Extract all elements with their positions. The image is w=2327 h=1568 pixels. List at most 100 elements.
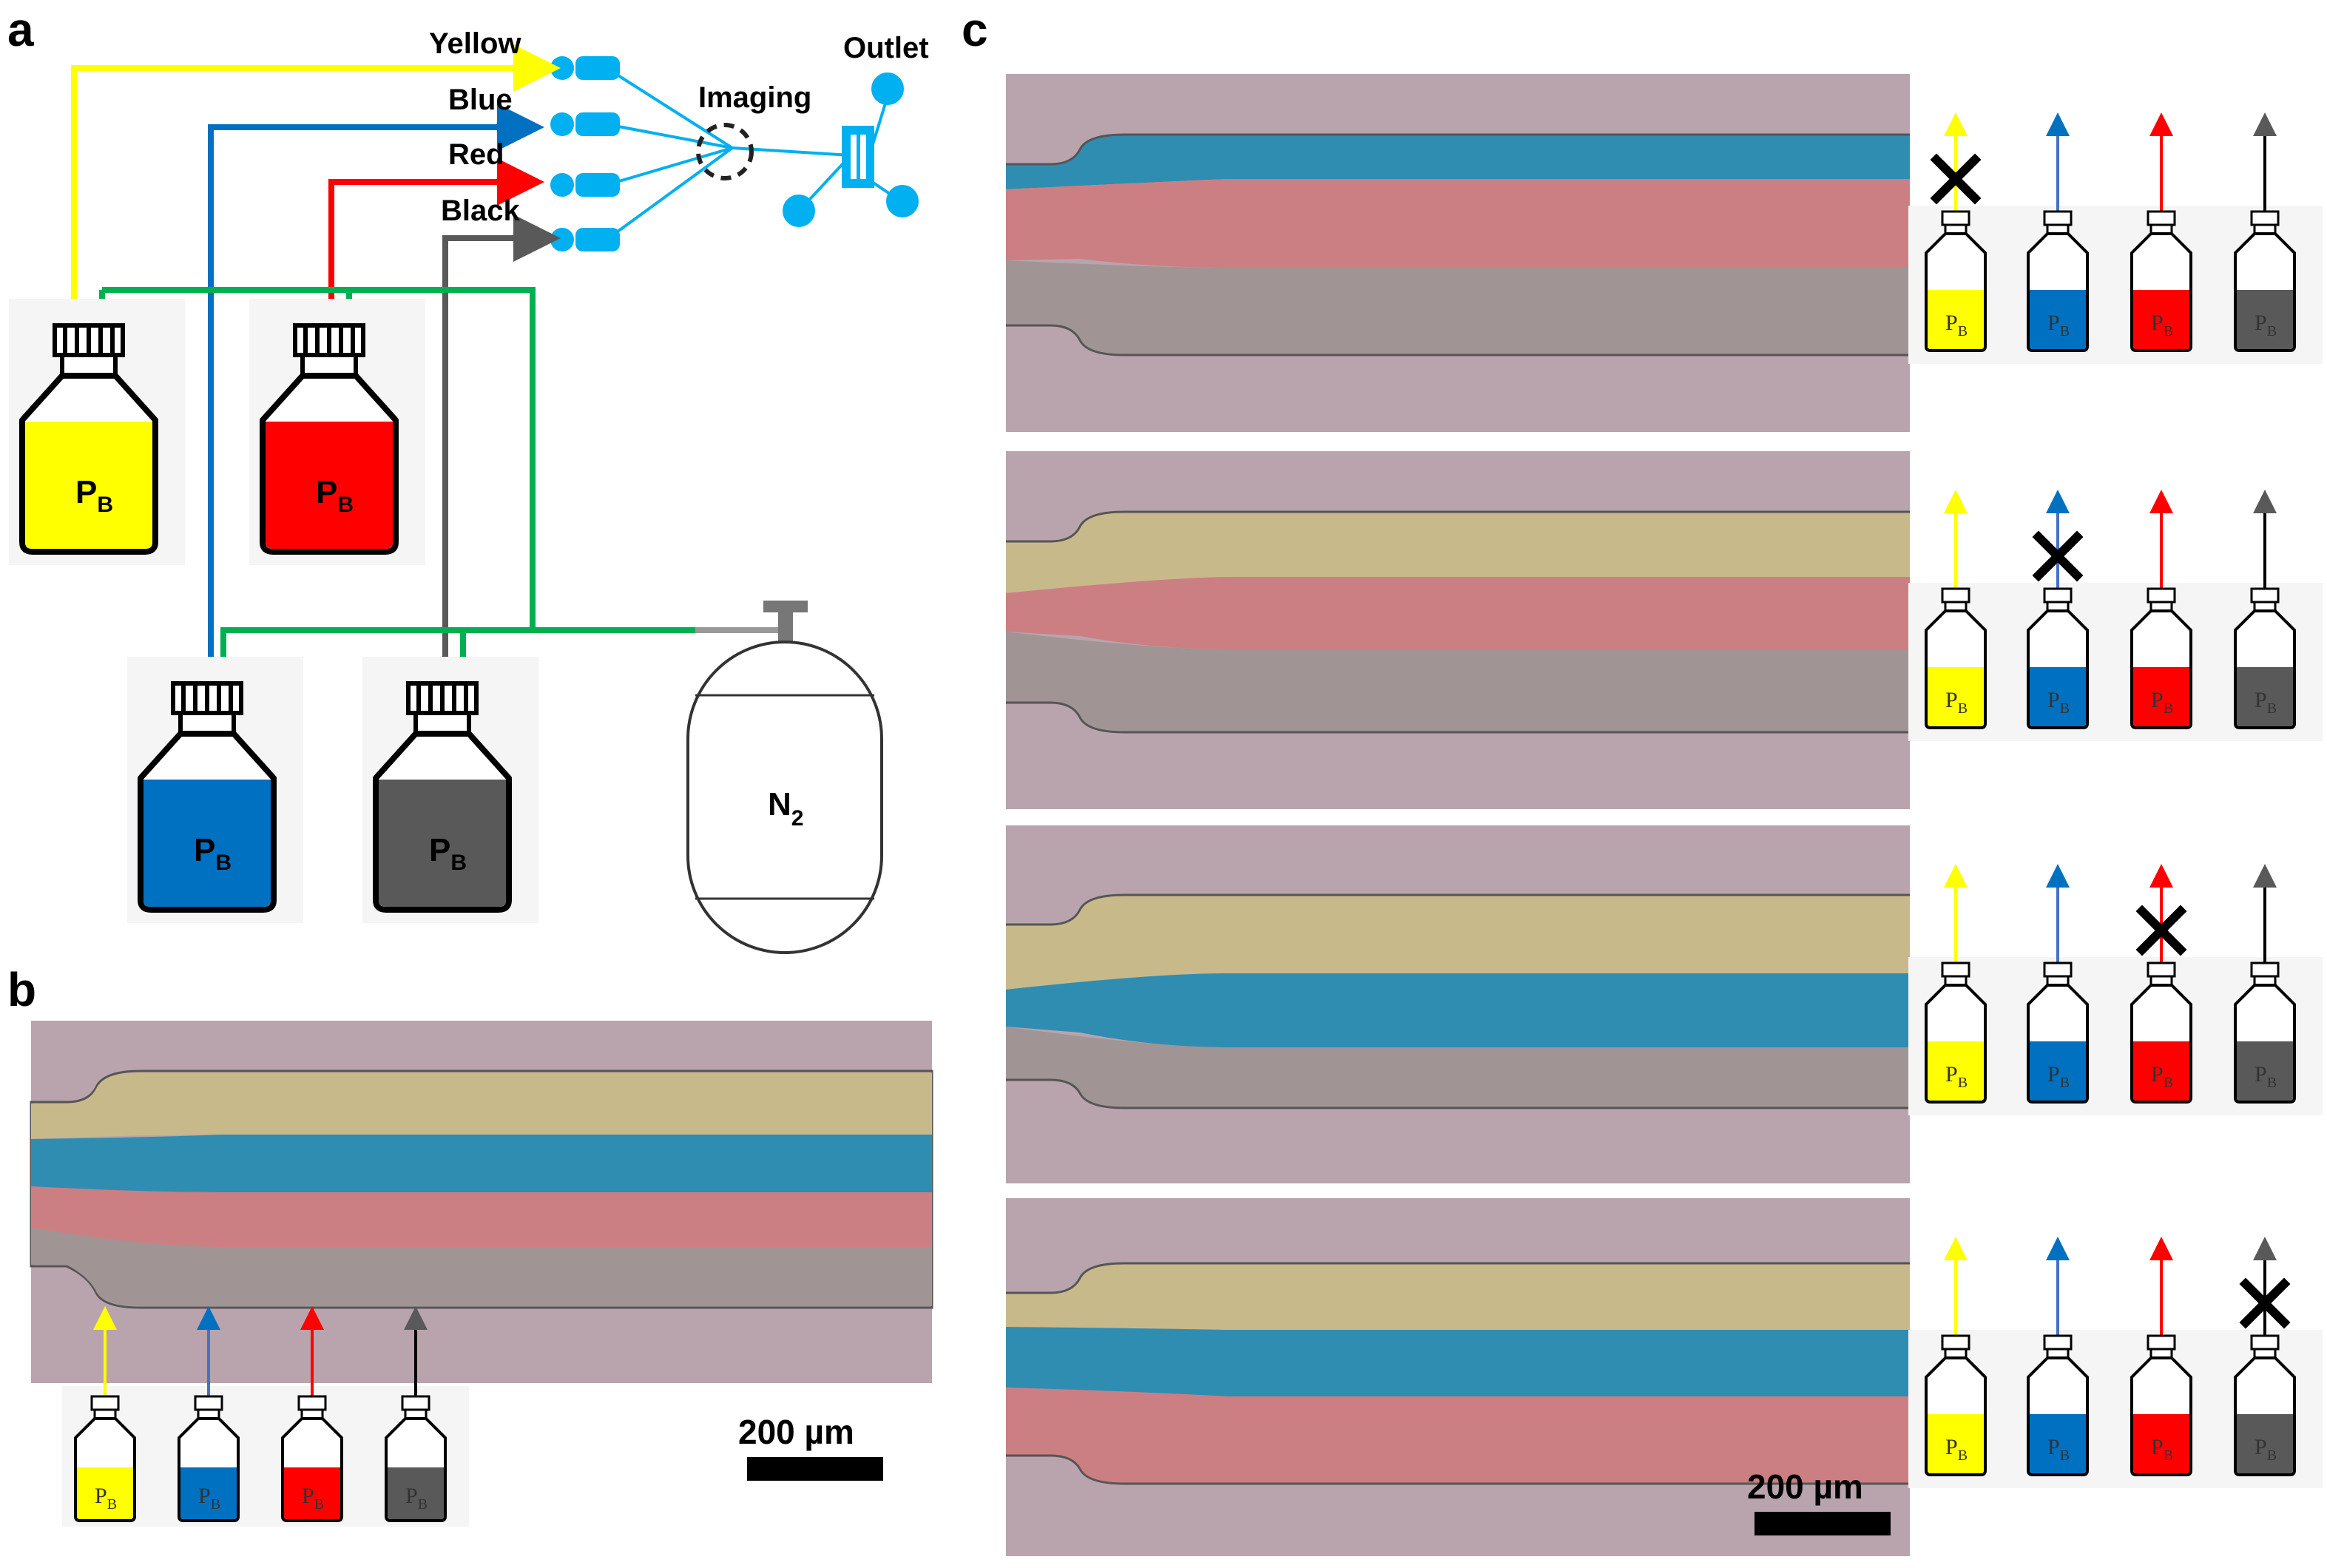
bottle-black: PB — [2234, 864, 2296, 1104]
bottle-label: PB — [1945, 688, 1968, 717]
imaging-region — [696, 123, 754, 180]
bottle-black: PB — [2234, 1237, 2296, 1476]
bottle-yellow: PB — [1925, 1237, 1987, 1476]
bottle-yellow: PB — [1925, 864, 1987, 1104]
bottle-cap — [1941, 962, 1970, 978]
bottle-label: PB — [2047, 688, 2070, 717]
bottle-liquid — [2133, 1414, 2189, 1473]
reservoir-red: PB — [249, 299, 425, 565]
bottle-cap — [2250, 210, 2280, 226]
bottle-liquid — [2133, 290, 2189, 349]
micrograph-c3 — [1006, 825, 1910, 1183]
bottle-yellow: PB — [1925, 490, 1987, 729]
scalebar-label-c: 200 µm — [1747, 1467, 1863, 1506]
bottle-label: PB — [1945, 311, 1968, 339]
bottle-cap — [2147, 1334, 2176, 1351]
bottle-label: PB — [2255, 311, 2277, 339]
label-blue: Blue — [448, 84, 513, 116]
label-red: Red — [448, 138, 504, 171]
bottle-blue: PB — [2027, 864, 2089, 1104]
panel-label-b: b — [7, 963, 36, 1016]
serpentine-mixers — [550, 56, 620, 251]
bottle-label: PB — [2151, 1062, 2173, 1091]
panel-b: PB PB PB — [30, 1021, 933, 1527]
n2-label: N2 — [768, 786, 803, 831]
bottle-cap — [2147, 210, 2176, 226]
bottle-blue: PB — [2027, 490, 2089, 729]
bottle-black: PB — [2234, 112, 2296, 352]
bottle-label: PB — [2255, 1435, 2277, 1464]
bottle-cap — [2043, 1334, 2073, 1351]
bottle-cap — [2250, 587, 2280, 604]
bottle-liquid — [2237, 1414, 2293, 1473]
bottle-rows-c: PB PB PB PB PB PB PB PB PB PB PB PB PB PB PB PB — [1908, 112, 2323, 1488]
bottle-red: PB — [2130, 1237, 2192, 1476]
bottle-label: PB — [95, 1484, 117, 1513]
bottle-liquid — [2133, 667, 2189, 726]
bottle-red: PB — [2130, 864, 2192, 1104]
bottle-liquid — [2133, 1041, 2189, 1101]
bottle-label: PB — [2151, 688, 2173, 717]
bottle-cap — [2147, 962, 2176, 978]
bottle-row-c1: PB PB PB PB — [1908, 112, 2323, 364]
closed-cross-icon — [2135, 905, 2187, 956]
scalebar-c — [1754, 1512, 1891, 1535]
panel-c: 200 µm PB PB PB PB PB PB PB PB PB PB PB PB PB PB PB PB — [1006, 74, 2323, 1556]
reservoir-blue: PB — [127, 657, 303, 923]
bottle-cap — [1941, 587, 1970, 604]
bottles-row-b: PB PB PB — [62, 1306, 469, 1527]
bottle-label: PB — [429, 832, 467, 875]
bottle-label: PB — [2255, 688, 2277, 717]
bottle-cap — [1941, 210, 1970, 226]
bottle-label: PB — [405, 1484, 428, 1513]
bottle-blue: PB — [2027, 112, 2089, 352]
line-blue — [208, 104, 544, 762]
bottle-blue: PB — [2027, 1237, 2089, 1476]
bottle-red: PB — [2130, 490, 2192, 729]
line-black — [442, 214, 561, 762]
microfluidic-chip — [605, 67, 919, 241]
bottle-red: PB — [2130, 112, 2192, 352]
bottle-label: PB — [2151, 1435, 2173, 1464]
bottle-cap — [2043, 587, 2073, 604]
bottle-cap — [2147, 587, 2176, 604]
n2-tank: N2 — [686, 601, 883, 954]
micrograph-c2 — [1006, 451, 1910, 809]
bottle-label: PB — [2255, 1062, 2277, 1091]
label-imaging: Imaging — [698, 81, 811, 114]
bottle-black: PB — [2234, 490, 2296, 729]
bottle-liquid — [1928, 667, 1984, 726]
bottle-liquid — [2030, 1414, 2086, 1473]
closed-cross-icon — [2032, 530, 2084, 582]
channel-outline-b — [30, 1069, 933, 1309]
bottle-cap — [2043, 210, 2073, 226]
bottle-label: PB — [302, 1484, 324, 1513]
bottle-liquid — [1928, 1414, 1984, 1473]
label-yellow: Yellow — [429, 27, 521, 60]
bottle-label: PB — [1945, 1435, 1968, 1464]
bottle-liquid — [1928, 1041, 1984, 1101]
bottle-liquid — [2030, 667, 2086, 726]
bottle-cap — [1941, 1334, 1970, 1351]
bottle-label: PB — [316, 474, 354, 517]
label-outlet: Outlet — [843, 32, 929, 64]
panel-label-a: a — [7, 3, 34, 56]
micrograph-c1 — [1006, 74, 1910, 432]
bottle-liquid — [2237, 1041, 2293, 1101]
reservoir-black: PB — [362, 657, 538, 923]
bottle-row-c4: PB PB PB PB — [1908, 1237, 2323, 1488]
bottle-row-c3: PB PB PB PB — [1908, 864, 2323, 1115]
bottle-liquid — [2030, 290, 2086, 349]
bottle-label: PB — [1945, 1062, 1968, 1091]
bottle-label: PB — [75, 474, 113, 517]
micrograph-c4 — [1006, 1198, 1910, 1556]
bottle-label: PB — [2151, 311, 2173, 339]
bottle-label: PB — [194, 832, 232, 875]
scalebar-label-b: 200 µm — [738, 1413, 854, 1451]
label-black: Black — [441, 195, 520, 227]
bottle-label: PB — [2047, 311, 2070, 339]
bottle-liquid — [1928, 290, 1984, 349]
closed-cross-icon — [2239, 1277, 2291, 1329]
bottle-liquid — [2237, 290, 2293, 349]
